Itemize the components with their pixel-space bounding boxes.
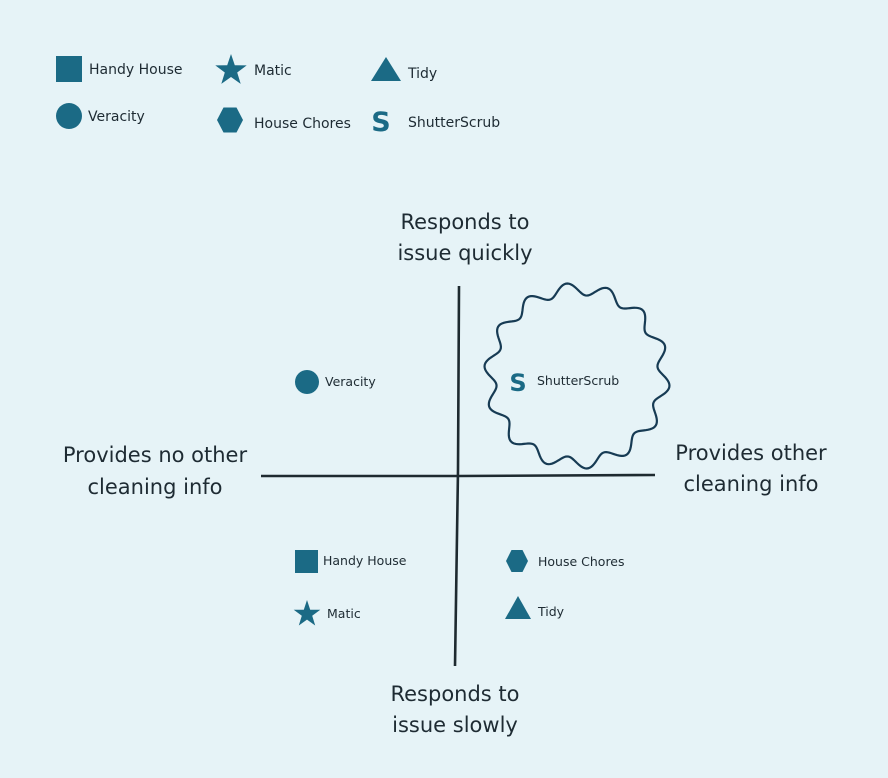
axis-label-left-line1: Provides no other (63, 443, 248, 467)
axis-label-bottom: Responds to issue slowly (390, 682, 519, 737)
circle-icon (295, 370, 319, 394)
s-letter-icon: S (371, 107, 390, 138)
point-veracity: Veracity (295, 370, 376, 394)
legend: Handy House Matic Tidy Veracity House Ch… (56, 54, 500, 138)
point-shutterscrub: S ShutterScrub (509, 369, 619, 397)
legend-item-matic: Matic (215, 54, 292, 84)
vertical-axis (453, 285, 461, 667)
axis-label-top-line2: issue quickly (397, 241, 532, 265)
highlight-wavy-circle (483, 282, 671, 470)
legend-item-tidy: Tidy (371, 57, 437, 82)
point-handy-house: Handy House (295, 550, 407, 573)
point-label: Tidy (537, 604, 565, 619)
legend-label: Tidy (407, 66, 437, 82)
horizontal-axis (261, 473, 656, 478)
legend-label: Matic (254, 63, 292, 79)
point-tidy: Tidy (505, 596, 565, 619)
axis-label-right-line2: cleaning info (683, 472, 818, 496)
star-icon (215, 54, 247, 84)
axis-label-top: Responds to issue quickly (397, 210, 532, 265)
triangle-icon (371, 57, 401, 81)
axis-label-bottom-line1: Responds to (390, 682, 519, 706)
hexagon-icon (217, 107, 243, 133)
point-label: House Chores (538, 554, 625, 569)
hexagon-icon (506, 550, 528, 572)
legend-item-handy-house: Handy House (56, 56, 182, 82)
star-icon (293, 600, 321, 626)
point-label: Veracity (325, 374, 376, 389)
axis-label-left-line2: cleaning info (87, 475, 222, 499)
point-house-chores: House Chores (506, 550, 625, 572)
s-letter-icon: S (509, 369, 526, 397)
legend-label: Handy House (89, 62, 182, 78)
point-label: ShutterScrub (537, 373, 619, 388)
axis-label-top-line1: Responds to (400, 210, 529, 234)
legend-label: ShutterScrub (408, 115, 500, 131)
circle-icon (56, 103, 82, 129)
triangle-icon (505, 596, 531, 619)
square-icon (56, 56, 82, 82)
axis-label-bottom-line2: issue slowly (392, 713, 518, 737)
axis-label-right-line1: Provides other (675, 441, 827, 465)
square-icon (295, 550, 318, 573)
axis-label-right: Provides other cleaning info (675, 441, 827, 496)
legend-item-shutterscrub: S ShutterScrub (371, 107, 500, 138)
point-label: Handy House (323, 553, 407, 568)
legend-item-veracity: Veracity (56, 103, 145, 129)
legend-item-house-chores: House Chores (217, 107, 351, 133)
point-label: Matic (327, 606, 361, 621)
legend-label: Veracity (88, 109, 145, 125)
point-matic: Matic (293, 600, 361, 626)
legend-label: House Chores (254, 116, 351, 132)
axis-label-left: Provides no other cleaning info (63, 443, 248, 499)
